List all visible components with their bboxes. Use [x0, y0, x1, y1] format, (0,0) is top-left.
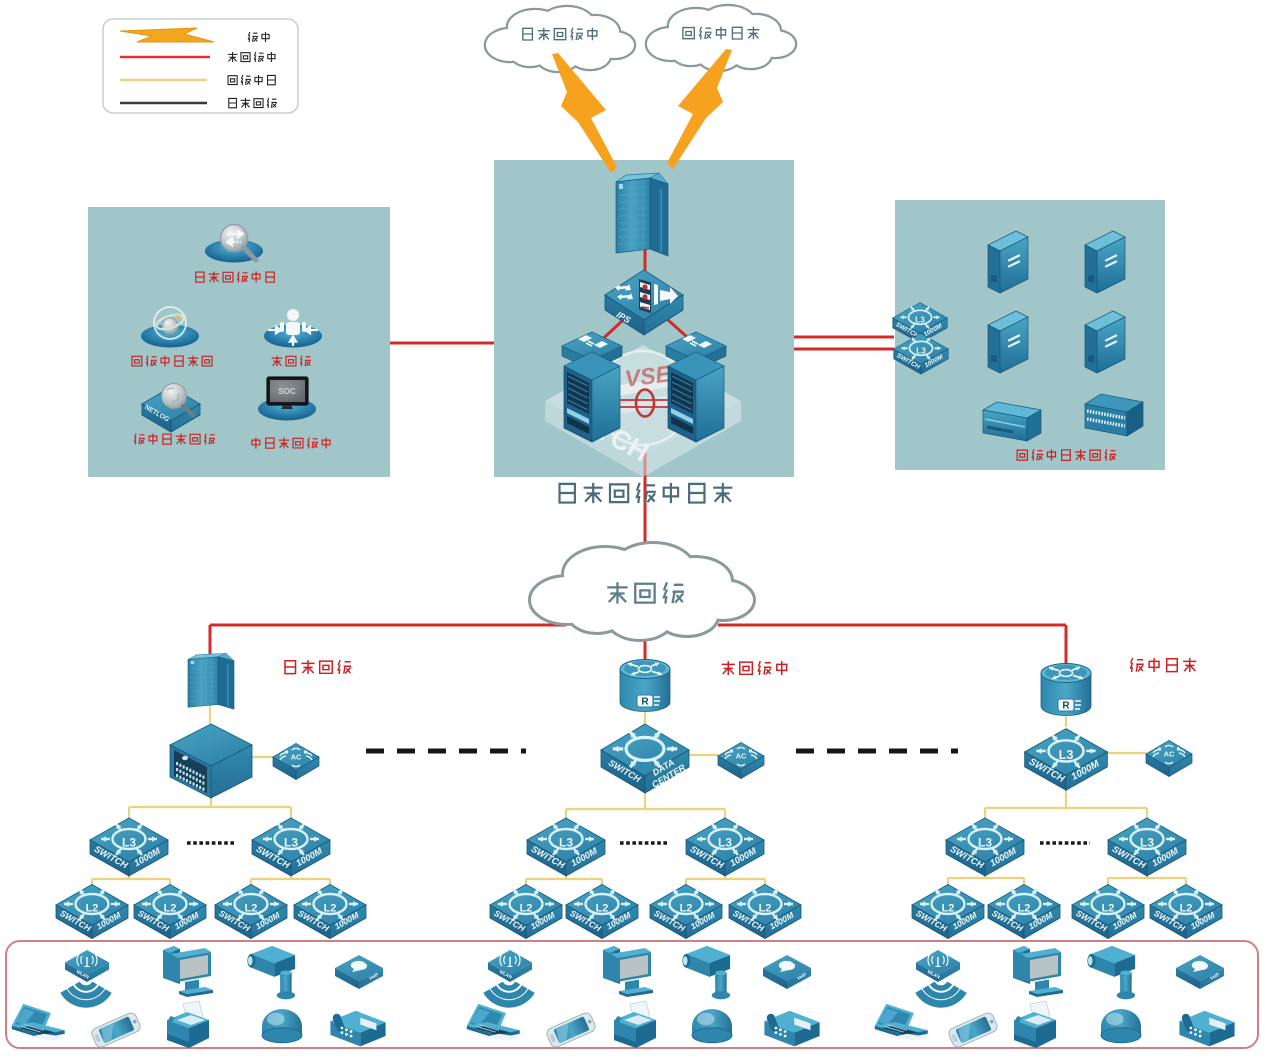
svg-text:SOC: SOC: [278, 387, 296, 396]
svg-text:VSE: VSE: [623, 360, 673, 391]
